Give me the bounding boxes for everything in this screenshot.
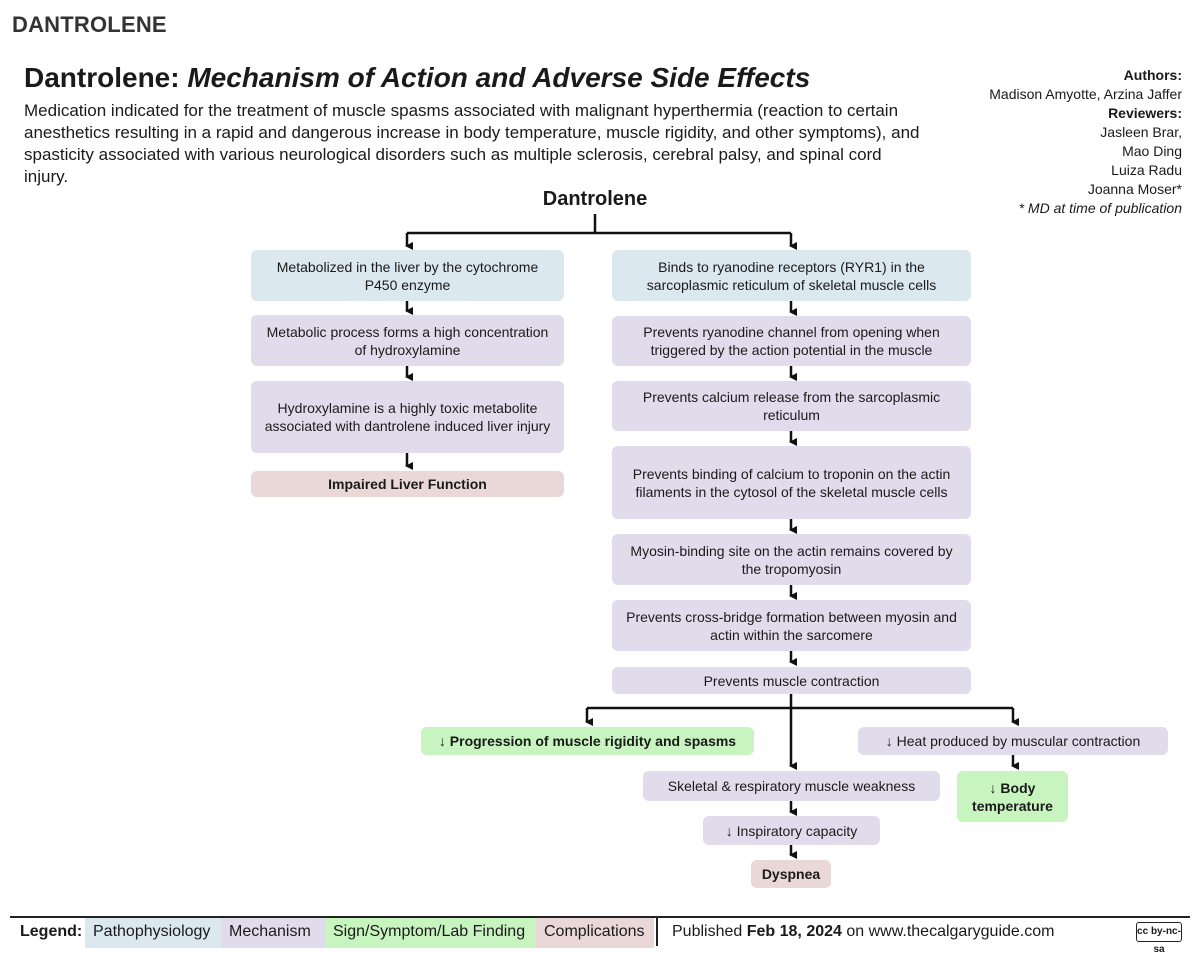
page-title: Dantrolene: Mechanism of Action and Adve… [24,62,810,94]
step-muscle-weakness: Skeletal & respiratory muscle weakness [643,771,940,801]
legend-sign-symptom: Sign/Symptom/Lab Finding [325,918,536,948]
step-toxic-metabolite: Hydroxylamine is a highly toxic metaboli… [251,381,564,453]
step-cross-bridge-blocked: Prevents cross-bridge formation between … [612,600,971,651]
legend-mechanism: Mechanism [221,918,325,948]
step-heat-reduced: ↓ Heat produced by muscular contraction [858,727,1168,755]
root-node: Dantrolene [542,188,648,210]
publication-info: Published Feb 18, 2024 on www.thecalgary… [664,918,1062,948]
document-title: DANTROLENE [12,12,167,37]
cc-license-icon: cc by-nc-sa [1136,922,1182,955]
authors: Madison Amyotte, Arzina Jaffer [989,86,1182,102]
reviewer: Joanna Moser* [1087,181,1182,197]
reviewer: Mao Ding [1122,143,1182,159]
reviewer: Jasleen Brar, [1100,124,1182,140]
description: Medication indicated for the treatment o… [24,101,920,186]
step-calcium-release-blocked: Prevents calcium release from the sarcop… [612,381,971,431]
title-main: Dantrolene: [24,62,180,93]
step-metabolized-liver: Metabolized in the liver by the cytochro… [251,250,564,301]
step-myosin-site-covered: Myosin-binding site on the actin remains… [612,534,971,585]
published-prefix: Published [672,923,743,940]
credits-note: * MD at time of publication [1018,200,1182,216]
complication-dyspnea: Dyspnea [751,860,831,888]
authors-label: Authors: [1123,67,1182,83]
legend: Legend: Pathophysiology Mechanism Sign/S… [0,918,1200,955]
step-troponin-binding-blocked: Prevents binding of calcium to troponin … [612,446,971,519]
complication-impaired-liver: Impaired Liver Function [251,471,564,497]
legend-label: Legend: [20,923,83,940]
legend-complications: Complications [536,918,654,948]
published-link[interactable]: on www.thecalgaryguide.com [846,923,1055,940]
sign-rigidity-spasms: ↓ Progression of muscle rigidity and spa… [421,727,754,755]
title-subtitle: Mechanism of Action and Adverse Side Eff… [187,62,811,93]
step-inspiratory-capacity: ↓ Inspiratory capacity [703,816,880,845]
credits: Authors: Madison Amyotte, Arzina Jaffer … [922,66,1182,218]
step-channel-blocked: Prevents ryanodine channel from opening … [612,316,971,366]
sign-body-temperature: ↓ Body temperature [957,771,1068,822]
published-date: Feb 18, 2024 [746,923,842,940]
step-contraction-prevented: Prevents muscle contraction [612,667,971,694]
legend-divider [10,916,1190,918]
reviewer: Luiza Radu [1111,162,1182,178]
reviewers-label: Reviewers: [1108,105,1182,121]
legend-pathophysiology: Pathophysiology [85,918,221,948]
step-hydroxylamine-formation: Metabolic process forms a high concentra… [251,315,564,366]
step-binds-ryr1: Binds to ryanodine receptors (RYR1) in t… [612,250,971,301]
legend-separator [656,918,658,946]
